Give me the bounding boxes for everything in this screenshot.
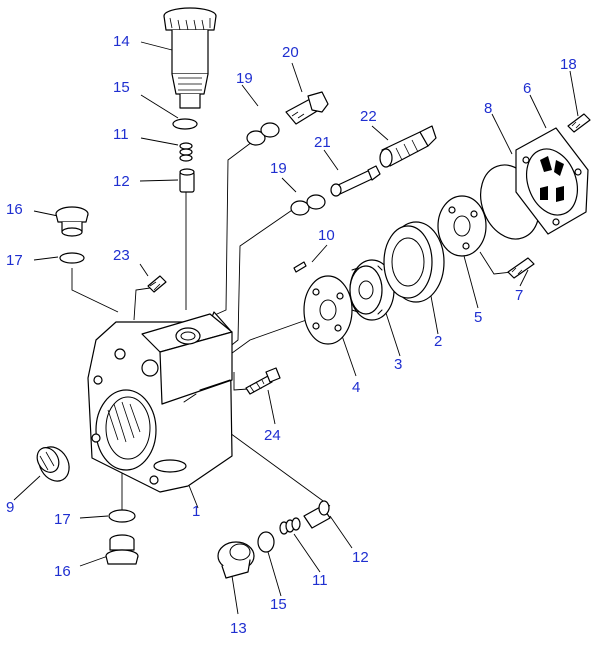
- callout-17-top: 17: [6, 252, 23, 269]
- plate-4: [303, 275, 353, 345]
- o-rings-19-bottom: [290, 194, 326, 216]
- callout-16-top: 16: [6, 201, 23, 218]
- plug-12-top: [179, 168, 195, 193]
- callout-15-top: 15: [113, 79, 130, 96]
- callout-8: 8: [484, 100, 492, 117]
- o-ring-17-bottom: [108, 509, 136, 523]
- callout-4: 4: [352, 379, 360, 396]
- callout-23: 23: [113, 247, 130, 264]
- callout-11-bottom: 11: [312, 572, 328, 589]
- pump-housing: [87, 311, 233, 493]
- valve-21: [330, 165, 381, 197]
- bolt-23: [147, 275, 167, 293]
- callout-1: 1: [192, 503, 200, 520]
- o-rings-19-top: [246, 122, 280, 146]
- cap-13: [217, 541, 255, 579]
- ring-2: [383, 221, 445, 303]
- callout-19-top: 19: [236, 70, 253, 87]
- plate-5: [437, 195, 487, 257]
- plug-12-bottom: [303, 500, 331, 529]
- callout-3: 3: [394, 356, 402, 373]
- callout-10: 10: [318, 227, 335, 244]
- plug-16-top: [55, 206, 89, 237]
- callout-11-top: 11: [113, 126, 129, 143]
- o-ring-15-top: [172, 118, 198, 130]
- o-ring-17-top: [59, 252, 85, 264]
- callout-7: 7: [515, 287, 523, 304]
- callout-14: 14: [113, 33, 130, 50]
- callout-18: 18: [560, 56, 577, 73]
- callout-21: 21: [314, 134, 331, 151]
- callout-15-bottom: 15: [270, 596, 287, 613]
- callout-5: 5: [474, 309, 482, 326]
- seal-9: [36, 446, 70, 482]
- union-22: [379, 125, 437, 168]
- callout-6: 6: [523, 80, 531, 97]
- bolt-18: [567, 113, 591, 133]
- cover-6: [515, 127, 589, 235]
- callout-labels: 14 15 11 12 16 17 23 19 20 22 21 19 10 8…: [6, 33, 577, 637]
- callout-13: 13: [230, 620, 247, 637]
- callout-16-bottom: 16: [54, 563, 71, 580]
- bolt-7: [507, 257, 535, 279]
- connector-20: [285, 91, 329, 125]
- spring-11-top: [179, 142, 193, 162]
- fitting-assembly-14: [163, 7, 217, 109]
- callout-9: 9: [6, 499, 14, 516]
- o-ring-15-bottom: [257, 531, 275, 553]
- callout-24: 24: [264, 427, 281, 444]
- callout-2: 2: [434, 333, 442, 350]
- plug-16-bottom: [105, 534, 139, 565]
- callout-12-bottom: 12: [352, 549, 369, 566]
- pin-10: [293, 261, 307, 273]
- callout-17-bottom: 17: [54, 511, 71, 528]
- spring-11-bottom: [279, 517, 301, 535]
- bolt-24: [245, 367, 281, 395]
- callout-19-bottom: 19: [270, 160, 287, 177]
- callout-22: 22: [360, 108, 377, 125]
- callout-20: 20: [282, 44, 299, 61]
- callout-12-top: 12: [113, 173, 130, 190]
